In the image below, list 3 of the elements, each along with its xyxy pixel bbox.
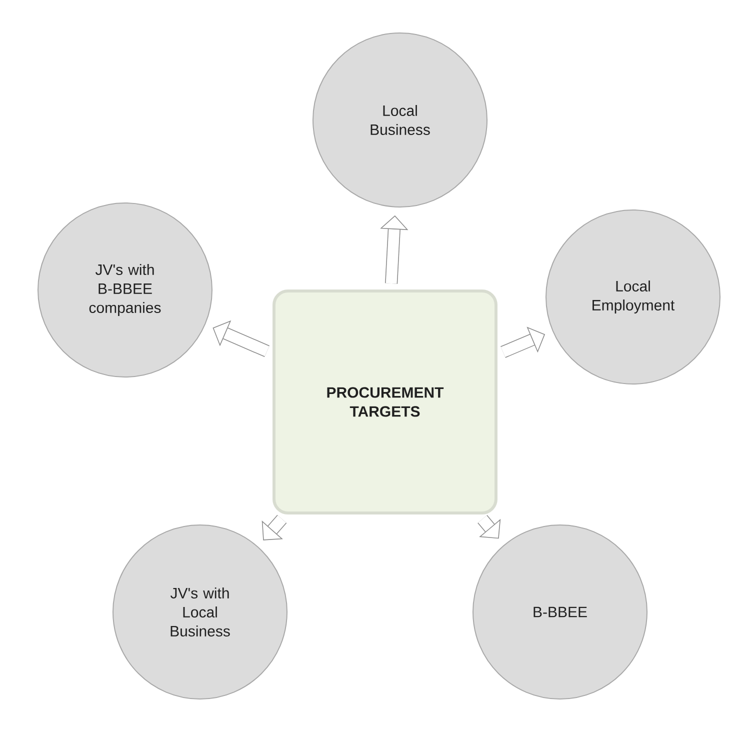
block-arrow <box>262 514 287 540</box>
target-box: PROCUREMENT TARGETS <box>272 290 498 514</box>
block-arrow <box>478 515 501 539</box>
